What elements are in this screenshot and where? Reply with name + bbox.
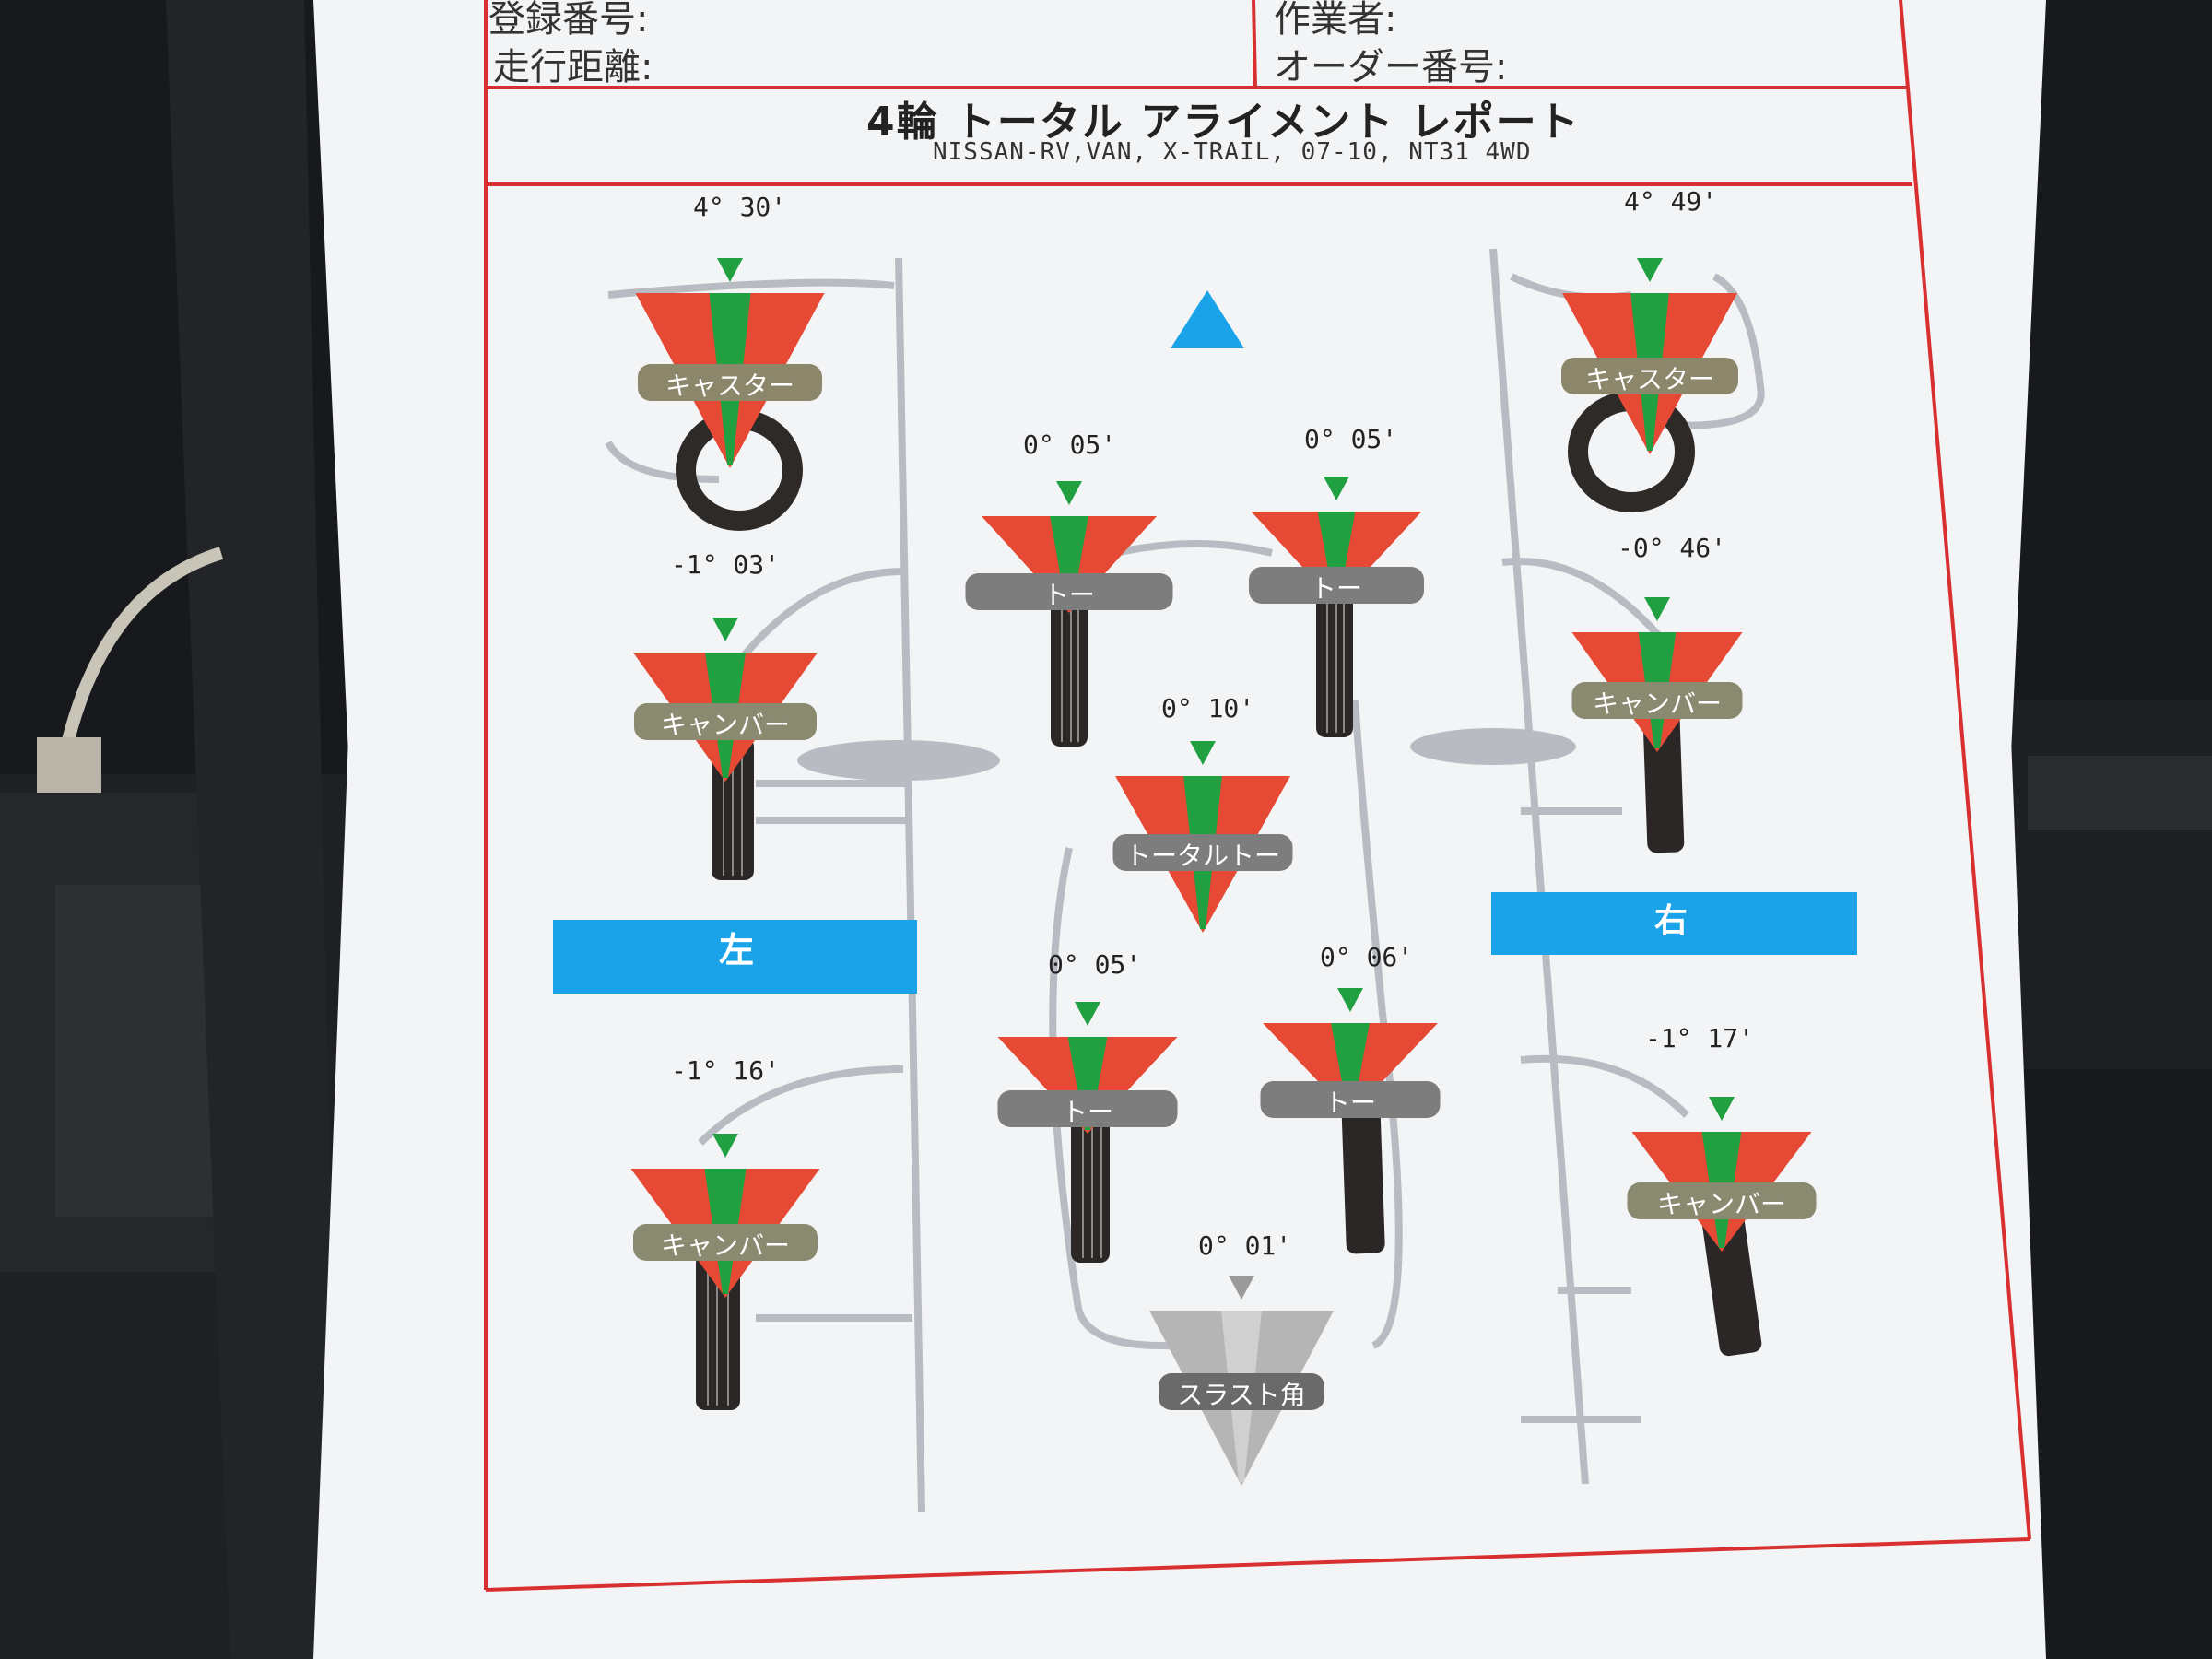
right-rear-toe-value: 0° 06' — [1320, 942, 1414, 972]
report-title: 4輪 トータル アライメント レポート — [866, 99, 1581, 146]
right-front-toe-value: 0° 05' — [1304, 424, 1398, 454]
left-caster-gauge — [635, 258, 825, 468]
vehicle-model: NISSAN-RV,VAN, X-TRAIL, 07-10, NT31 4WD — [933, 138, 1532, 166]
forward-arrow-icon — [1171, 290, 1244, 348]
left-front-toe-label: トー — [1042, 580, 1095, 610]
right-rear-camber-label: キャンバー — [1656, 1189, 1786, 1219]
left-side-band — [553, 920, 917, 994]
left-front-camber-value: -1° 03' — [671, 549, 781, 580]
left-front-toe-value: 0° 05' — [1023, 429, 1117, 460]
right-caster-gauge — [1561, 258, 1738, 454]
thrust-angle-value: 0° 01' — [1198, 1230, 1292, 1261]
total-toe-label: トータルトー — [1124, 841, 1280, 871]
left-caster-value: 4° 30' — [693, 192, 787, 222]
right-shadow — [1410, 728, 1576, 765]
right-front-camber-value: -0° 46' — [1618, 533, 1727, 563]
right-rear-toe-gauge — [1260, 988, 1441, 1118]
left-rear-toe-label: トー — [1061, 1097, 1113, 1127]
left-rear-camber-gauge — [630, 1134, 820, 1298]
worker-label: 作業者: — [1274, 0, 1397, 41]
pointer-icon — [1337, 988, 1363, 1012]
right-front-toe-gauge — [1249, 477, 1424, 604]
right-rear-camber-value: -1° 17' — [1645, 1023, 1755, 1053]
vehicle-outline — [605, 248, 1765, 1512]
pointer-icon — [1229, 1276, 1254, 1300]
pointer-icon — [1644, 597, 1670, 621]
pointer-icon — [1056, 481, 1082, 505]
order-number-label: オーダー番号: — [1274, 46, 1508, 88]
left-rear-camber-value: -1° 16' — [671, 1055, 781, 1086]
right-rear-camber-gauge — [1627, 1097, 1817, 1252]
right-front-camber-gauge — [1571, 597, 1743, 752]
right-front-camber-label: キャンバー — [1592, 688, 1722, 719]
total-toe-gauge — [1112, 741, 1293, 933]
left-side-label: 左 — [719, 930, 755, 971]
tire-treads — [707, 599, 1345, 1406]
gauge-group — [630, 258, 1817, 1486]
thrust-angle-label: スラスト角 — [1177, 1380, 1306, 1410]
registration-label: 登録番号: — [488, 0, 649, 41]
left-caster-label: キャスター — [665, 371, 794, 401]
right-front-toe-label: トー — [1310, 573, 1362, 604]
pointer-icon — [1324, 477, 1349, 500]
mileage-label: 走行距離: — [493, 46, 653, 88]
pointer-icon — [712, 618, 738, 641]
pointer-icon — [1709, 1097, 1735, 1121]
left-front-toe-gauge — [965, 481, 1173, 613]
left-rear-toe-value: 0° 05' — [1048, 949, 1142, 980]
pointer-icon — [1190, 741, 1216, 765]
left-front-camber-label: キャンバー — [660, 710, 790, 740]
right-side-label: 右 — [1654, 902, 1688, 940]
thrust-angle-gauge — [1149, 1276, 1334, 1486]
right-caster-label: キャスター — [1584, 364, 1714, 394]
right-side-band — [1491, 892, 1857, 955]
pointer-icon — [717, 258, 743, 282]
total-toe-value: 0° 10' — [1161, 693, 1255, 724]
left-rear-toe-gauge — [997, 1002, 1178, 1134]
right-caster-value: 4° 49' — [1624, 186, 1718, 217]
pointer-icon — [712, 1134, 738, 1158]
report-frame — [484, 0, 2031, 1592]
left-front-camber-gauge — [633, 618, 818, 782]
pointer-icon — [1075, 1002, 1100, 1026]
right-rear-toe-label: トー — [1324, 1088, 1376, 1118]
left-shadow — [797, 740, 1000, 781]
pointer-icon — [1637, 258, 1663, 282]
left-rear-camber-label: キャンバー — [660, 1230, 790, 1261]
